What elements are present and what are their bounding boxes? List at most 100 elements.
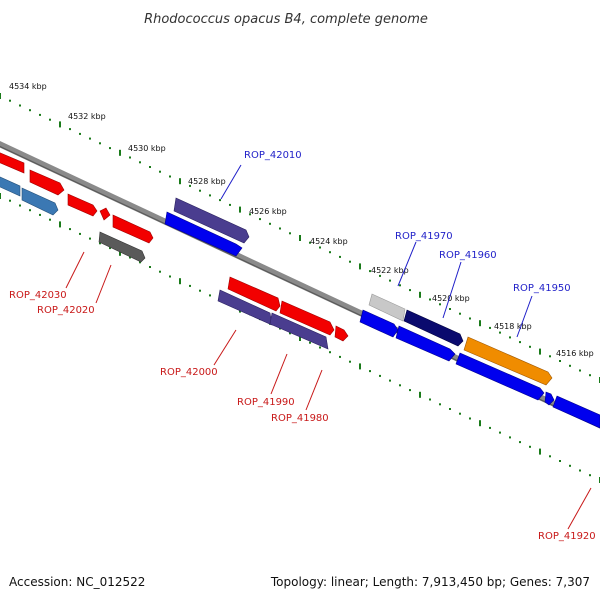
tick-label: 4530 kbp xyxy=(128,144,166,153)
gene-label[interactable]: ROP_41990 xyxy=(237,397,295,408)
tick-labels: 4534 kbp 4532 kbp 4530 kbp 4528 kbp 4526… xyxy=(9,82,594,358)
gene-arrow[interactable] xyxy=(21,187,59,216)
gene-label[interactable]: ROP_42000 xyxy=(160,367,218,378)
minor-tick xyxy=(89,237,91,240)
minor-tick xyxy=(149,166,151,168)
major-tick xyxy=(59,121,61,128)
tick-label: 4526 kbp xyxy=(249,207,287,216)
minor-tick xyxy=(169,175,171,178)
minor-tick xyxy=(529,445,531,448)
accession-text: Accession: NC_012522 xyxy=(9,575,145,589)
tick-label: 4520 kbp xyxy=(432,294,470,303)
minor-tick xyxy=(289,332,291,335)
minor-tick xyxy=(129,256,131,259)
minor-tick xyxy=(369,370,371,373)
gene-arrow[interactable] xyxy=(173,197,250,244)
minor-tick xyxy=(489,426,491,429)
minor-tick xyxy=(159,170,161,173)
minor-tick xyxy=(579,469,581,472)
gene-arrow[interactable] xyxy=(395,325,456,362)
minor-tick xyxy=(199,189,201,192)
minor-tick xyxy=(589,374,591,377)
minor-tick xyxy=(559,460,561,462)
minor-tick xyxy=(439,303,441,306)
major-tick xyxy=(539,448,541,455)
gene-arrow[interactable] xyxy=(455,352,545,401)
minor-tick xyxy=(279,227,281,230)
gene-arrow[interactable] xyxy=(98,231,146,263)
major-tick xyxy=(0,193,1,199)
gene-arrow[interactable] xyxy=(552,395,600,429)
minor-tick xyxy=(9,99,11,102)
minor-tick xyxy=(19,104,21,107)
gene-arrow[interactable] xyxy=(0,176,21,197)
gene-arrow[interactable] xyxy=(0,152,25,174)
gene-arrow[interactable] xyxy=(463,336,553,386)
minor-tick xyxy=(49,218,51,221)
minor-tick xyxy=(459,312,461,315)
minor-tick xyxy=(189,184,191,187)
minor-tick xyxy=(159,270,161,273)
minor-tick xyxy=(329,351,331,354)
minor-tick xyxy=(139,261,141,264)
major-tick xyxy=(179,278,181,285)
minor-tick xyxy=(19,204,21,207)
minor-tick xyxy=(29,209,31,212)
minor-tick xyxy=(319,246,321,249)
minor-tick xyxy=(349,360,351,363)
gene-label[interactable]: ROP_41950 xyxy=(513,283,571,294)
gene-arrow[interactable] xyxy=(544,391,555,406)
gene-label[interactable]: ROP_42010 xyxy=(244,150,302,161)
gene-arrow[interactable] xyxy=(164,211,243,257)
tick-track xyxy=(0,93,600,383)
gene-arrow[interactable] xyxy=(99,207,111,221)
gene-label[interactable]: ROP_41980 xyxy=(271,413,329,424)
gene-arrow[interactable] xyxy=(368,293,406,322)
gene-label[interactable]: ROP_41970 xyxy=(395,231,453,242)
minor-tick xyxy=(79,232,81,235)
minor-tick xyxy=(39,213,41,216)
minor-tick xyxy=(509,336,511,339)
major-tick xyxy=(119,249,121,256)
minor-tick xyxy=(519,341,521,344)
gene-labels-top: ROP_42010 ROP_41970 ROP_41960 ROP_41950 xyxy=(244,150,571,294)
gene-arrow[interactable] xyxy=(112,214,154,244)
minor-tick xyxy=(499,431,501,434)
minor-tick xyxy=(429,398,431,401)
minor-tick xyxy=(399,384,401,387)
gene-arrow[interactable] xyxy=(279,300,335,336)
minor-tick xyxy=(99,142,101,145)
tick-label: 4534 kbp xyxy=(9,82,47,91)
minor-tick xyxy=(519,441,521,444)
gene-arrow[interactable] xyxy=(359,309,399,338)
minor-tick xyxy=(229,203,231,206)
minor-tick xyxy=(309,341,311,344)
gene-arrow[interactable] xyxy=(403,309,464,347)
gene-label[interactable]: ROP_41920 xyxy=(538,531,596,542)
gene-arrow[interactable] xyxy=(269,312,329,350)
major-tick xyxy=(479,420,481,427)
minor-tick xyxy=(449,308,451,310)
minor-tick xyxy=(9,199,11,202)
minor-tick xyxy=(219,199,221,202)
major-tick xyxy=(0,93,1,99)
minor-tick xyxy=(569,464,571,467)
gene-arrow[interactable] xyxy=(334,325,349,342)
minor-tick xyxy=(209,194,211,197)
gene-arrow[interactable] xyxy=(227,276,281,312)
major-tick xyxy=(59,221,61,228)
minor-tick xyxy=(569,364,571,367)
gene-label[interactable]: ROP_42030 xyxy=(9,290,67,301)
minor-tick xyxy=(559,360,561,362)
gene-arrow[interactable] xyxy=(29,169,65,196)
minor-tick xyxy=(469,417,471,420)
minor-tick xyxy=(349,260,351,263)
minor-tick xyxy=(189,284,191,287)
minor-tick xyxy=(529,345,531,348)
major-tick xyxy=(179,178,181,185)
minor-tick xyxy=(389,379,391,382)
gene-label[interactable]: ROP_41960 xyxy=(439,250,497,261)
gene-label[interactable]: ROP_42020 xyxy=(37,305,95,316)
gene-arrow[interactable] xyxy=(67,193,98,217)
minor-tick xyxy=(429,298,431,301)
